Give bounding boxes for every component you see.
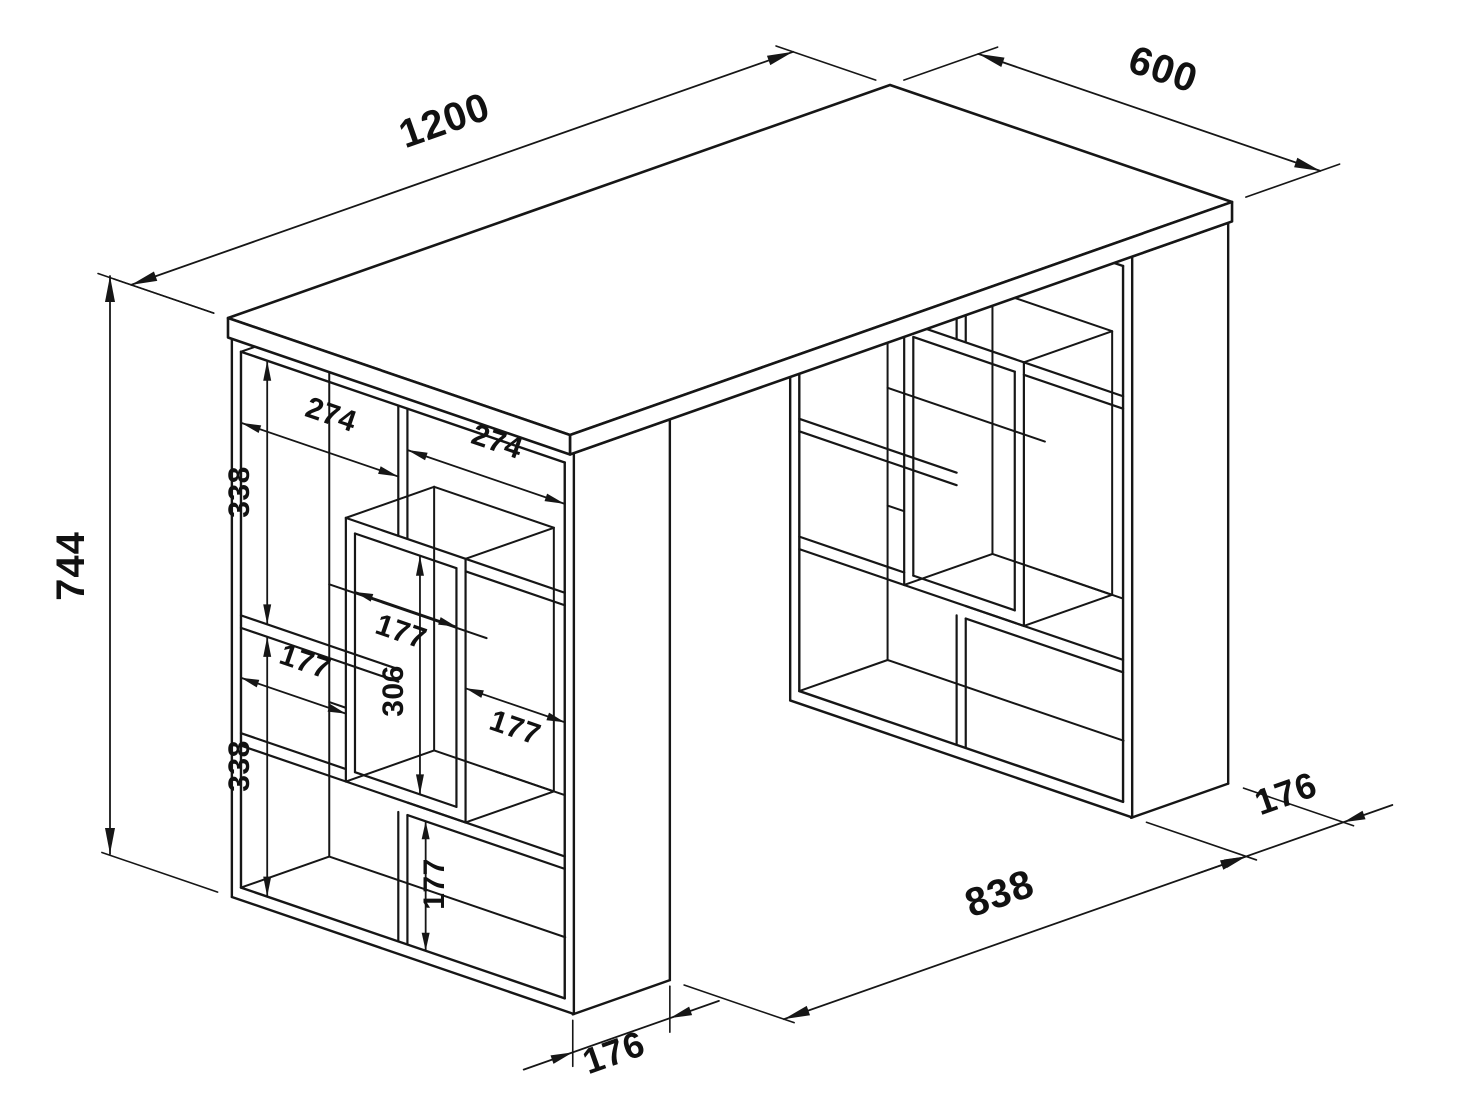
dim-338-bottom-label: 338	[223, 740, 256, 792]
dim-306-box-height-label: 306	[377, 665, 410, 717]
dim-177-bottom-label: 177	[418, 858, 451, 910]
dim-177-right-gap-label: 177	[485, 704, 544, 752]
dim-274-left-label: 274	[301, 391, 360, 439]
dim-600-label: 600	[1123, 38, 1203, 102]
dim-838-span-label: 838	[959, 861, 1039, 926]
dim-744-label: 744	[49, 531, 93, 601]
desk-line-art	[97, 45, 1394, 1071]
dim-1200-label: 1200	[394, 85, 496, 157]
dim-338-top-label: 338	[223, 466, 256, 518]
dim-176-left-foot-label: 176	[577, 1022, 650, 1082]
dim-176-right-foot-label: 176	[1249, 763, 1322, 823]
